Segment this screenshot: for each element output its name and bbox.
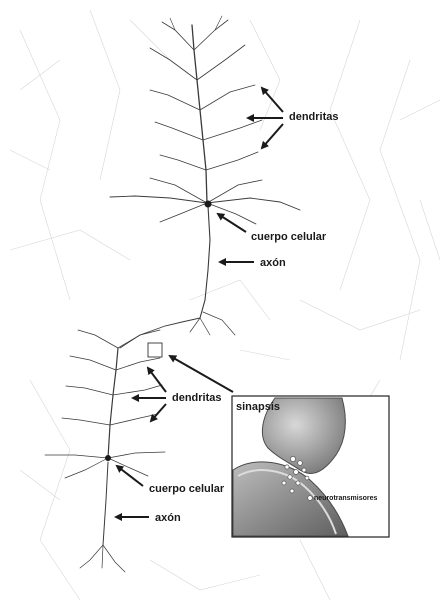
label-axon-bottom: axón: [155, 512, 181, 524]
presynaptic-terminal: [261, 397, 346, 474]
label-arrows: [114, 86, 284, 521]
postsynaptic-membrane: [232, 461, 349, 537]
background-neurons: [9, 9, 441, 601]
neurotransmitter-vesicles: [281, 456, 310, 494]
label-dendritas-bottom: dendritas: [172, 392, 222, 404]
label-axon-top: axón: [260, 257, 286, 269]
synapse-inset: neurotransmisores sinapsis: [231, 395, 390, 538]
label-sinapsis: sinapsis: [236, 401, 280, 413]
neurotransmitter-legend-dot: [307, 495, 313, 501]
label-dendritas-top: dendritas: [289, 111, 339, 123]
label-cuerpo-celular-top: cuerpo celular: [251, 231, 327, 243]
synapse-highlight-box: [147, 342, 163, 358]
label-cuerpo-celular-bottom: cuerpo celular: [149, 483, 225, 495]
label-neurotransmisores: neurotransmisores: [314, 495, 378, 502]
top-neuron: [109, 15, 301, 349]
top-cell-body: [204, 200, 212, 208]
bottom-neuron: [44, 329, 166, 573]
bottom-cell-body: [105, 455, 111, 461]
